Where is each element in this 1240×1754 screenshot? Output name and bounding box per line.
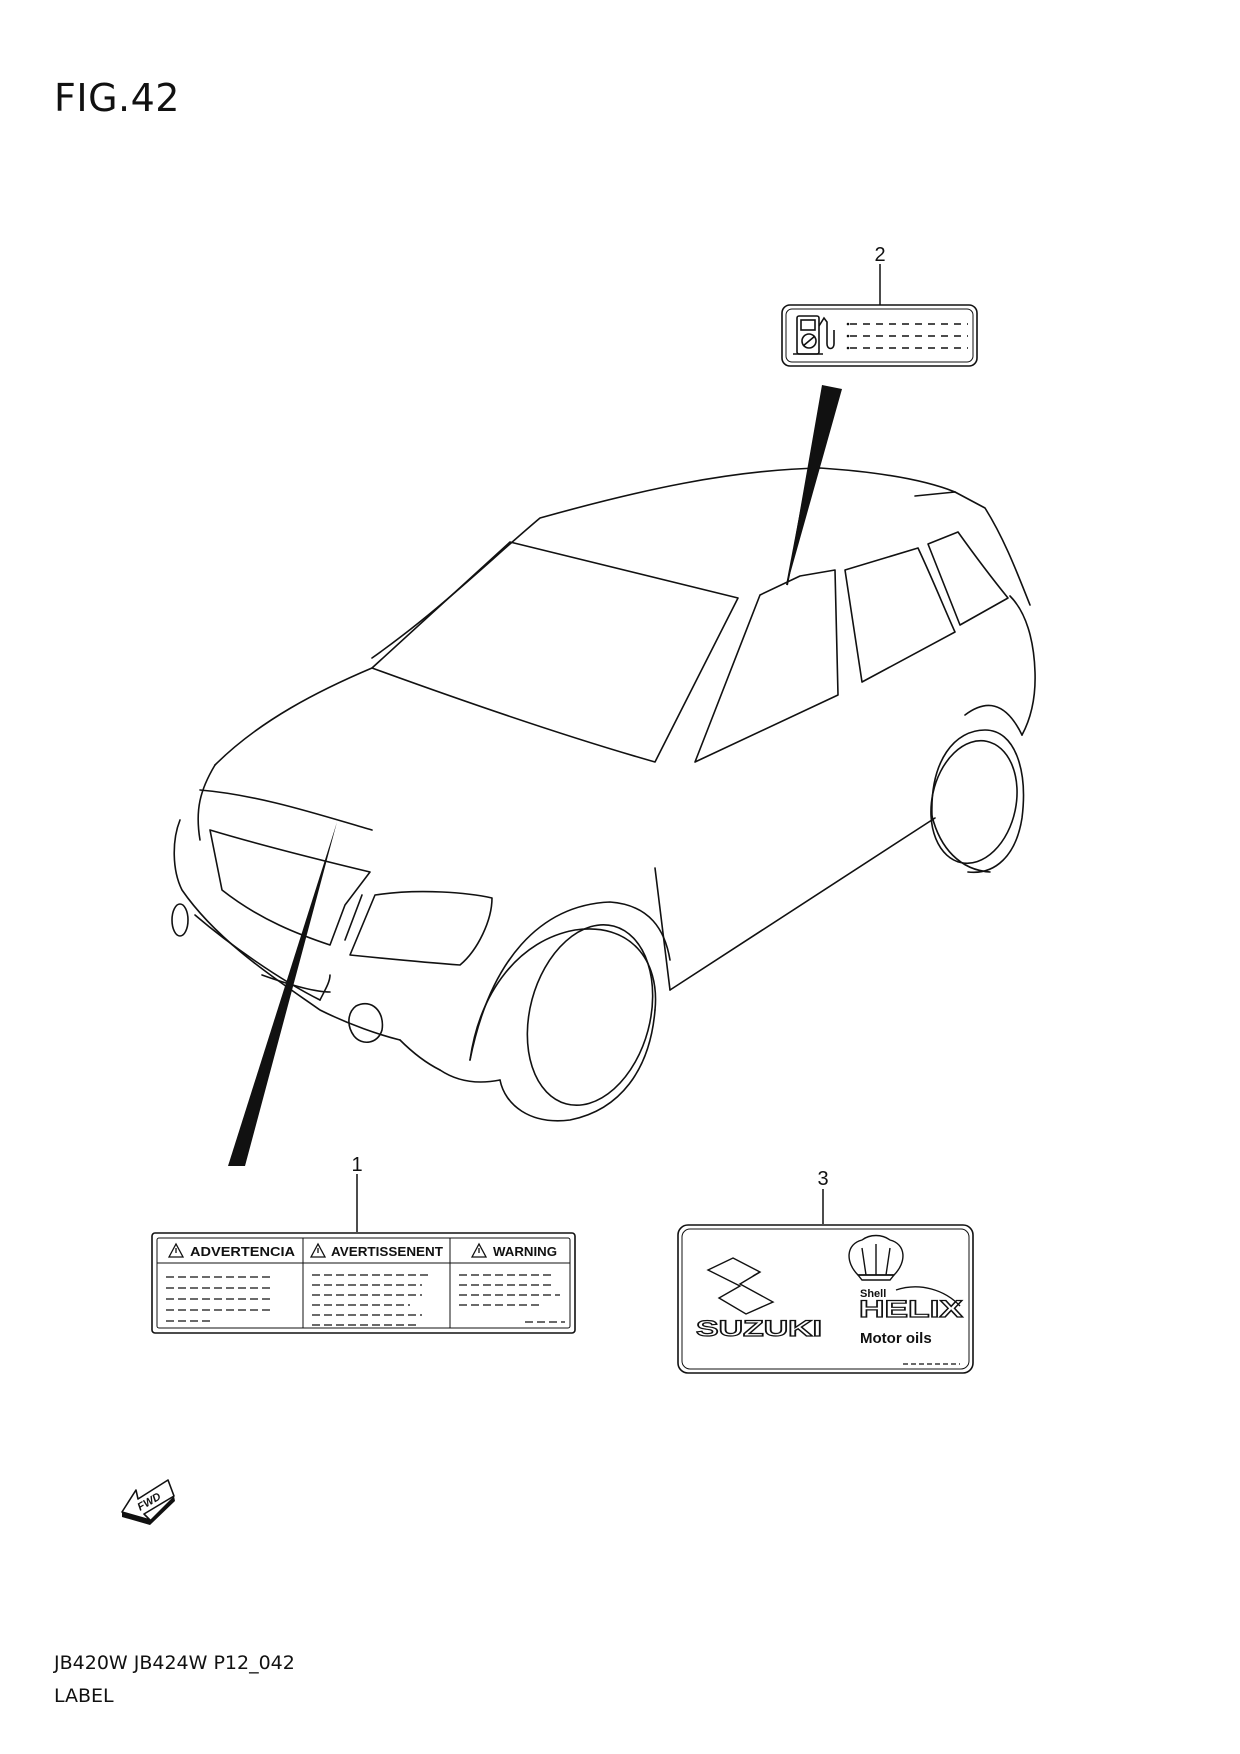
figure-name: LABEL xyxy=(54,1685,114,1707)
helix-product-text: HELIX xyxy=(859,1296,963,1323)
callout-number-3: 3 xyxy=(817,1168,828,1190)
warning-triangle-icon xyxy=(470,1242,488,1258)
label-1-warning-label: ADVERTENCIA AVERTISSENENT WARNING xyxy=(151,1232,576,1334)
suzuki-brand-text: SUZUKI xyxy=(696,1316,822,1341)
label-1-heading-warning: WARNING xyxy=(493,1245,557,1259)
callout-number-1: 1 xyxy=(351,1154,362,1176)
label-3-oil-label: SUZUKI Shell HELIX Motor oils xyxy=(677,1224,974,1374)
callouts xyxy=(356,264,881,1232)
label-2-pointer xyxy=(787,385,842,585)
fwd-arrow-icon: FWD xyxy=(121,1479,175,1525)
figure-title: FIG.42 xyxy=(54,76,180,120)
fuel-pump-icon xyxy=(793,315,835,355)
label-2-pointer-tail xyxy=(786,474,809,586)
warning-triangle-icon xyxy=(309,1242,327,1258)
motor-oils-text: Motor oils xyxy=(860,1330,932,1347)
callout-number-2: 2 xyxy=(874,244,885,266)
shell-sub-brand-text: Shell xyxy=(860,1288,886,1300)
label-1-heading-advertencia: ADVERTENCIA xyxy=(190,1245,295,1259)
figure-code: JB420W JB424W P12_042 xyxy=(54,1652,295,1674)
label-2-fuel-label xyxy=(781,304,978,367)
warning-triangle-icon xyxy=(167,1242,185,1258)
label-1-heading-avertissement: AVERTISSENENT xyxy=(331,1245,443,1259)
suzuki-s-logo-icon xyxy=(706,1257,775,1315)
label-1-placeholder-lines xyxy=(166,1274,565,1326)
shell-logo-icon xyxy=(848,1234,904,1281)
helix-swoosh-icon xyxy=(895,1286,961,1307)
label-1-pointer xyxy=(228,822,337,1166)
vehicle-outline xyxy=(171,467,1036,1122)
leader-lines xyxy=(228,385,842,1166)
